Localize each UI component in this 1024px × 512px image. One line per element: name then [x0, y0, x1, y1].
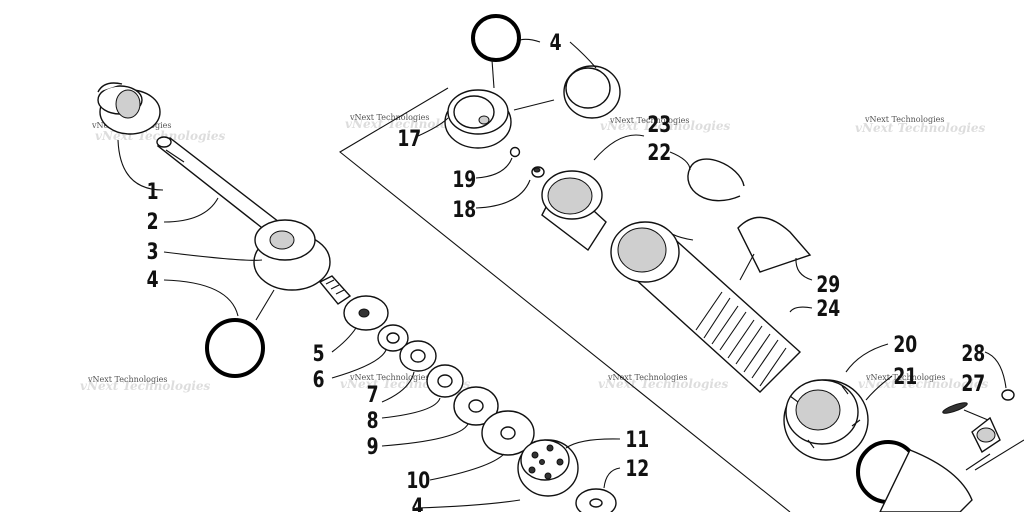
part-9-washer	[453, 386, 499, 426]
callout-12: 12	[625, 456, 649, 482]
watermark-text: vNext Technologies	[87, 375, 167, 384]
callout-18: 18	[452, 197, 476, 223]
callout-21: 21	[893, 364, 917, 390]
part-4-o-ring-top	[471, 14, 521, 62]
part-22-snap-ring	[687, 158, 745, 202]
leader-lines	[117, 38, 1007, 509]
callout-3: 3	[147, 239, 159, 265]
part-11-piston	[517, 439, 579, 497]
part-5-washer	[343, 295, 389, 331]
callout-4-left: 4	[147, 267, 159, 293]
part-6-washer	[377, 324, 409, 352]
callout-22: 22	[647, 140, 671, 166]
callout-2: 2	[147, 209, 159, 235]
watermark-ghost: vNext Technologies	[858, 377, 989, 391]
part-10-washer	[481, 410, 535, 456]
subassembly-outline-right	[974, 439, 1024, 471]
watermark-group: vNext Technologies vNext Technologies vN…	[80, 113, 989, 393]
watermark-text: vNext Technologies	[349, 113, 429, 122]
callout-7: 7	[367, 382, 379, 408]
watermark-ghost: vNext Technologies	[855, 121, 986, 135]
washer-stack	[343, 295, 535, 456]
part-1-eye-bushing	[97, 82, 161, 135]
callout-17: 17	[397, 126, 421, 152]
callout-6: 6	[313, 367, 325, 393]
callout-4-bottom: 4	[412, 494, 424, 512]
part-7-washer	[399, 340, 437, 372]
subassembly-outline	[339, 87, 791, 512]
callout-8: 8	[367, 408, 379, 434]
callout-10: 10	[406, 468, 430, 494]
watermark-text: vNext Technologies	[865, 373, 945, 382]
callout-11: 11	[625, 427, 649, 453]
part-3-shaft-eye	[253, 219, 352, 305]
callout-27: 27	[961, 371, 985, 397]
part-18-valve	[531, 166, 545, 178]
part-4-o-ring-left	[205, 318, 265, 378]
part-20-adjuster-nut	[783, 379, 869, 461]
callout-29: 29	[816, 272, 840, 298]
part-29-label	[737, 216, 812, 273]
callout-28: 28	[961, 341, 985, 367]
callout-9: 9	[367, 434, 379, 460]
callout-1: 1	[147, 179, 159, 205]
part-4-wear-band	[563, 65, 621, 119]
reservoir-body	[879, 449, 973, 512]
watermark-ghost: vNext Technologies	[80, 379, 211, 393]
part-19-small-o-ring	[509, 146, 521, 158]
part-12-washer	[575, 488, 617, 512]
part-17-seal-head	[444, 89, 512, 149]
callout-19: 19	[452, 167, 476, 193]
part-27-o-ring	[942, 402, 968, 414]
watermark-text: vNext Technologies	[349, 373, 429, 382]
part-24-body	[610, 221, 802, 393]
callout-23: 23	[647, 112, 671, 138]
callout-4-top: 4	[550, 30, 562, 56]
callout-20: 20	[893, 332, 917, 358]
watermark-ghost: vNext Technologies	[345, 117, 476, 131]
part-8-washer	[426, 364, 464, 398]
callout-24: 24	[816, 296, 840, 322]
watermark-text: vNext Technologies	[864, 115, 944, 124]
callout-labels: 1 2 3 4 5 6 7 8 9 10 11 12 4 17 19 18 4 …	[147, 30, 986, 512]
part-28-schrader-valve	[971, 389, 1015, 454]
watermark-ghost: vNext Technologies	[600, 119, 731, 133]
callout-5: 5	[313, 341, 325, 367]
watermark-text: vNext Technologies	[607, 373, 687, 382]
watermark-ghost: vNext Technologies	[598, 377, 729, 391]
watermark-text: vNext Technologies	[609, 116, 689, 125]
part-23-sleeve	[541, 170, 607, 252]
